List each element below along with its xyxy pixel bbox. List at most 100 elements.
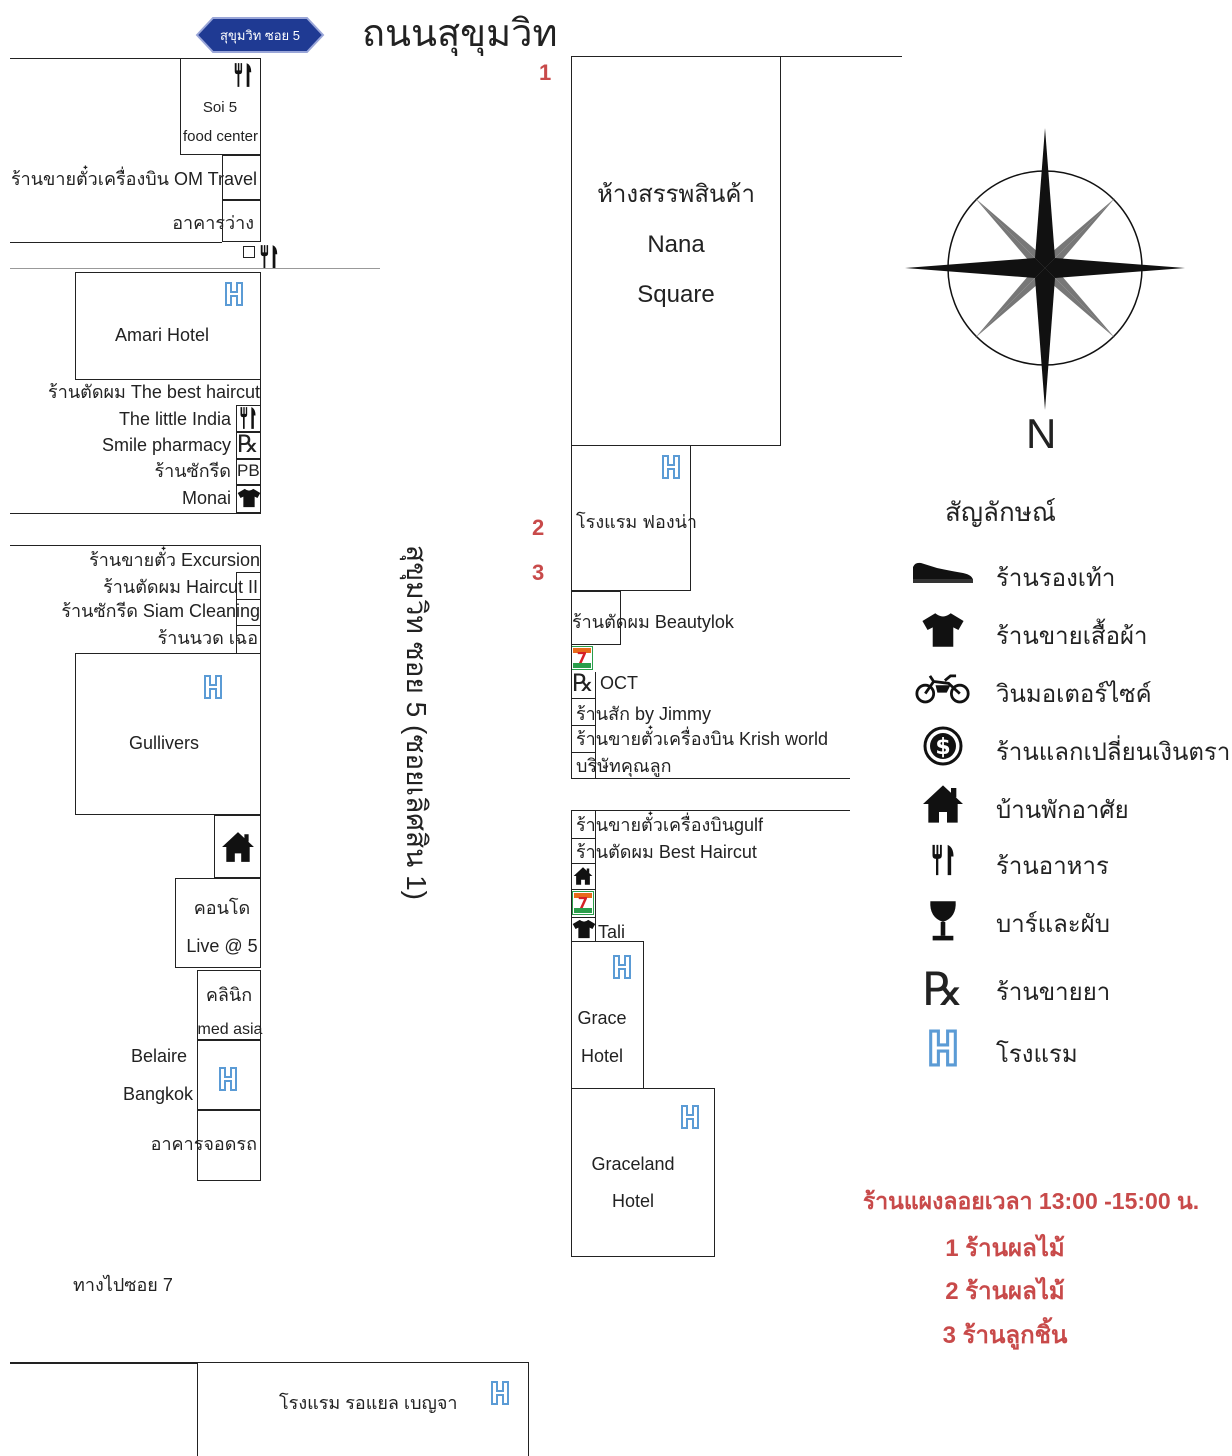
beautylok-label: ร้านตัดผม Beautylok [572,612,734,632]
shop-row-edge [571,810,572,942]
fongna-hotel-label: โรงแรม ฟองน่า [576,512,698,532]
nana-square-block[interactable] [571,56,781,446]
road-edge [571,810,850,811]
money-exchange-icon [923,726,963,766]
grace-hotel-label: Hotel [580,1046,624,1066]
road-edge [10,58,180,59]
parking-building-block[interactable] [197,1110,261,1181]
amari-hotel-label: Amari Hotel [115,325,210,345]
house-icon [221,831,255,863]
motorbike-icon [915,672,971,704]
hotel-icon [217,1066,239,1092]
shirt-icon [572,918,596,940]
siam-cleaning-label: ร้านซักรีด Siam Cleaning [61,601,260,621]
belaire-label: Belaire [131,1046,188,1066]
seven-eleven-icon: 7 [572,891,594,915]
restaurant-icon [258,244,280,270]
main-road-label: ถนนสุขุมวิท [362,13,558,55]
grace-hotel-label: Grace [577,1008,627,1028]
road-edge [571,778,850,779]
shop-divider [236,572,261,573]
restaurant-icon [929,843,957,877]
house-icon [573,866,593,886]
laundry-pb-block[interactable] [236,459,261,485]
condo-label: Live @ 5 [186,936,258,956]
shop-divider [236,572,237,653]
legend-label: บ้านพักอาศัย [996,797,1129,824]
pharmacy-icon: ℞ [572,671,594,697]
shop-divider [571,698,595,699]
nana-square-label: Square [637,281,715,308]
shop-divider [236,625,261,626]
legend-label: วินมอเตอร์ไซค์ [996,681,1152,708]
vacant-building-block[interactable] [222,200,261,242]
seven-eleven-icon: 7 [571,646,593,670]
om-travel-block[interactable] [222,155,261,200]
belaire-label: Bangkok [123,1084,194,1104]
legend-label: ร้านอาหาร [996,853,1109,880]
graceland-hotel-block[interactable] [571,1088,715,1257]
excursion-label: ร้านขายตั๋ว Excursion [89,550,260,570]
hotel-icon [611,954,633,980]
road-edge [10,1362,198,1364]
clinic-label: คลินิก [205,985,253,1005]
stall-note-item: 3 ร้านลูกชิ้น [942,1322,1068,1349]
shoe-icon [911,559,975,585]
legend-label: ร้านรองเท้า [996,565,1116,592]
belaire-hotel-block[interactable] [197,1040,261,1110]
condo-live5-block[interactable] [175,878,261,968]
road-edge [10,268,380,269]
tali-label: Tali [598,922,626,942]
legend-title: สัญลักษณ์ [945,497,1056,527]
shirt-icon [237,487,261,509]
vacant-building-label: อาคารว่าง [172,213,254,233]
soi5-food-center-label: Soi 5 [202,99,238,116]
clinic-med-asia-block[interactable] [197,970,261,1040]
road-edge [10,545,261,546]
tattoo-label: ร้านสัก by Jimmy [576,704,711,724]
shop-divider [595,810,596,942]
oct-label: OCT [600,673,638,693]
gullivers-block[interactable] [75,653,261,815]
beautylok-block[interactable] [571,591,621,645]
little-india-block[interactable] [236,405,261,432]
hotel-icon [679,1104,701,1130]
laundry-code: PB [237,461,260,480]
hotel-icon [926,1028,960,1068]
restaurant-icon [238,406,258,430]
street-sign-label: สุขุมวิท ซอย 5 [220,28,300,43]
legend-label: บาร์และผับ [996,911,1110,938]
nana-square-label: Nana [647,231,705,258]
stall-marker-2: 2 [532,515,545,540]
clinic-label: med asia [197,1021,263,1038]
haircut2-label: ร้านตัดผม Haircut II [103,577,258,597]
smile-pharmacy-block[interactable] [236,432,261,459]
legend-label: ร้านขายเสื้อผ้า [996,623,1148,650]
shop-divider [571,889,595,890]
to-soi7-label: ทางไปซอย 7 [73,1275,173,1295]
shop-divider [236,599,261,600]
om-travel-label: ร้านขายตั๋วเครื่องบิน OM Travel [10,169,257,189]
gulf-label: ร้านขายตั๋วเครื่องบินgulf [576,815,764,835]
road-edge [10,513,261,514]
royal-benja-hotel-block[interactable] [197,1362,529,1456]
stall-marker-3: 3 [532,560,545,585]
little-india-label: The little India [118,409,231,429]
road-edge [10,242,222,243]
shop-divider [571,725,595,726]
compass-rose-icon [905,128,1185,410]
graceland-hotel-label: Graceland [591,1154,675,1174]
best-haircut-label: ร้านตัดผม The best haircut [48,382,260,402]
hotel-icon [202,674,224,700]
soi5-food-center-label: food center [182,128,259,145]
legend-label: ร้านขายยา [996,979,1111,1006]
company-label: บริษัทคุณลูก [576,756,672,776]
pharmacy-icon: ℞ [922,964,964,1015]
grace-hotel-block[interactable] [571,941,644,1089]
stall-note-item: 1 ร้านผลไม้ [945,1235,1065,1262]
gullivers-label: Gullivers [129,733,200,753]
road-edge [781,56,902,57]
street-sign-shape [195,17,325,53]
hotel-icon [223,281,245,307]
shirt-icon [921,612,965,648]
